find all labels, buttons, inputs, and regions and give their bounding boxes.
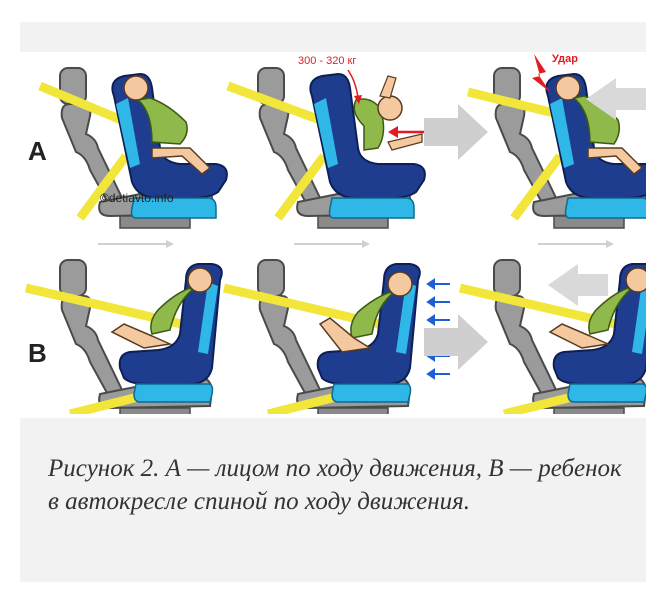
top-band <box>20 22 646 52</box>
panel-a3: Удар <box>466 53 662 229</box>
panel-b1 <box>24 259 223 421</box>
caption-box: Рисунок 2. А — лицом по ходу движения, В… <box>20 418 646 582</box>
impact-arrow-left-b <box>548 264 608 306</box>
direction-arrow-1 <box>97 239 175 249</box>
direction-arrow-3 <box>537 239 615 249</box>
impact-bolt-icon <box>532 54 550 92</box>
figure-caption: Рисунок 2. А — лицом по ходу движения, В… <box>48 455 622 515</box>
force-label: 300 - 320 кг <box>298 55 356 67</box>
row-b-label: B <box>28 338 47 368</box>
panel-a1: ©detiavto.info <box>38 67 228 229</box>
watermark: ©detiavto.info <box>100 191 174 205</box>
car-seat-diagram: A ©detiavto.info 300 - 320 кг <box>20 52 662 421</box>
row-a-label: A <box>28 136 47 166</box>
force-arrow <box>347 69 359 99</box>
panel-b2 <box>222 259 488 421</box>
direction-arrow-2 <box>293 239 371 249</box>
impact-label: Удар <box>552 53 578 65</box>
panel-b3 <box>458 259 657 421</box>
motion-arrow-right <box>424 104 488 160</box>
panel-a2: 300 - 320 кг <box>226 55 488 229</box>
